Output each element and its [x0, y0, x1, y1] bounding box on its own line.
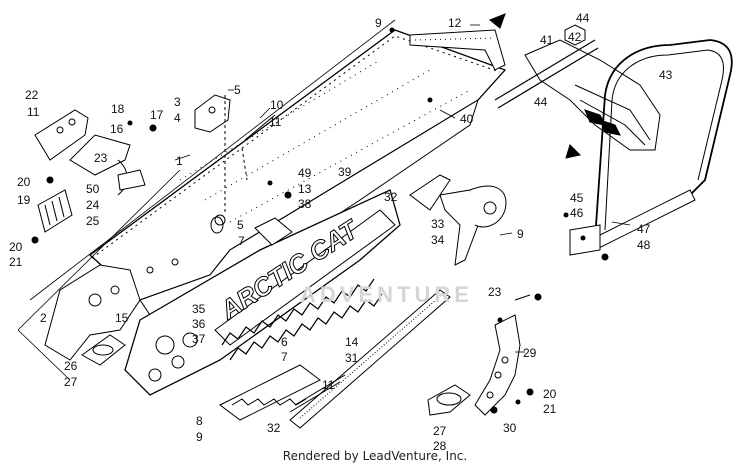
hardware: [31, 27, 609, 414]
handle-bracket: [69, 134, 146, 196]
callout-28: 28: [433, 439, 447, 453]
mudflap-41: [524, 39, 661, 151]
callout-32: 32: [267, 421, 281, 435]
callout-14: 14: [345, 335, 359, 349]
callout-26: 26: [64, 359, 78, 373]
callout-46: 46: [570, 206, 584, 220]
callout-2: 2: [40, 311, 47, 325]
bulkhead-bracket: [44, 264, 141, 361]
plate-12: [409, 29, 506, 71]
callout-42: 42: [568, 30, 582, 44]
callout-23: 23: [94, 151, 108, 165]
callout-7: 7: [281, 350, 288, 364]
callout-30: 30: [503, 421, 517, 435]
callout-44: 44: [576, 11, 590, 25]
callout-38: 38: [298, 197, 312, 211]
callout-22: 22: [25, 88, 39, 102]
callout-31: 31: [345, 351, 359, 365]
callout-21: 21: [543, 402, 557, 416]
nut-42: [564, 24, 586, 46]
bracket-3-4: [194, 94, 231, 133]
callout-37: 37: [192, 332, 206, 346]
callout-32: 32: [384, 190, 398, 204]
callout-21: 21: [9, 255, 23, 269]
callout-15: 15: [115, 311, 129, 325]
callout-20: 20: [543, 387, 557, 401]
callout-11: 11: [322, 378, 335, 392]
callout-9: 9: [196, 430, 203, 444]
callout-6: 6: [281, 335, 288, 349]
callout-41: 41: [540, 33, 554, 47]
callout-3: 3: [174, 95, 181, 109]
callout-11: 11: [27, 105, 40, 119]
mount-5-7: [210, 216, 293, 246]
callout-39: 39: [338, 165, 352, 179]
callout-8: 8: [196, 414, 203, 428]
callout-35: 35: [192, 302, 206, 316]
callout-7: 7: [238, 234, 245, 248]
side-panel: [124, 189, 401, 396]
render-credit: Rendered by LeadVenture, Inc.: [282, 449, 468, 463]
callout-labels: 1 2 3 4 5 5 6 7 7 8 9 9 9 10 11 11 11 12…: [9, 11, 673, 453]
bracket-33: [409, 174, 507, 266]
rear-bumper-47: [569, 39, 733, 256]
callout-20: 20: [17, 175, 31, 189]
callout-47: 47: [637, 222, 651, 236]
callout-45: 45: [570, 191, 584, 205]
callout-9: 9: [517, 227, 524, 241]
bracket-22: [34, 109, 89, 161]
callout-9: 9: [375, 16, 382, 30]
callout-44: 44: [534, 95, 548, 109]
leader-lines: [174, 24, 631, 353]
callout-12: 12: [448, 16, 462, 30]
callout-17: 17: [150, 108, 164, 122]
callout-34: 34: [431, 233, 445, 247]
footrest-left: [81, 334, 126, 366]
callout-48: 48: [637, 238, 651, 252]
bracket-29: [474, 294, 531, 416]
callout-49: 49: [298, 166, 312, 180]
footpad-lower: [219, 364, 321, 421]
callout-1: 1: [176, 154, 183, 168]
callout-43: 43: [659, 68, 673, 82]
callout-13: 13: [298, 182, 312, 196]
callout-18: 18: [111, 102, 125, 116]
grille-19: [37, 189, 73, 233]
callout-36: 36: [192, 317, 206, 331]
callout-40: 40: [460, 112, 474, 126]
callout-10: 10: [270, 98, 284, 112]
callout-23: 23: [488, 285, 502, 299]
callout-4: 4: [174, 111, 181, 125]
footrest-right: [427, 384, 471, 416]
callout-27: 27: [64, 375, 78, 389]
callout-33: 33: [431, 217, 445, 231]
callout-11: 11: [269, 115, 282, 129]
callout-16: 16: [110, 122, 124, 136]
callout-24: 24: [86, 198, 100, 212]
callout-50: 50: [86, 182, 100, 196]
callout-5: 5: [237, 218, 244, 232]
arrow-marker-mid: [565, 144, 582, 159]
callout-20: 20: [9, 240, 23, 254]
arrow-marker-top: [489, 13, 506, 29]
rail-31: [289, 289, 451, 429]
callout-27: 27: [433, 424, 447, 438]
callout-25: 25: [86, 214, 100, 228]
watermark-text: ADVENTURE: [300, 282, 473, 307]
callout-5: 5: [234, 83, 241, 97]
callout-29: 29: [523, 346, 537, 360]
callout-19: 19: [17, 193, 31, 207]
